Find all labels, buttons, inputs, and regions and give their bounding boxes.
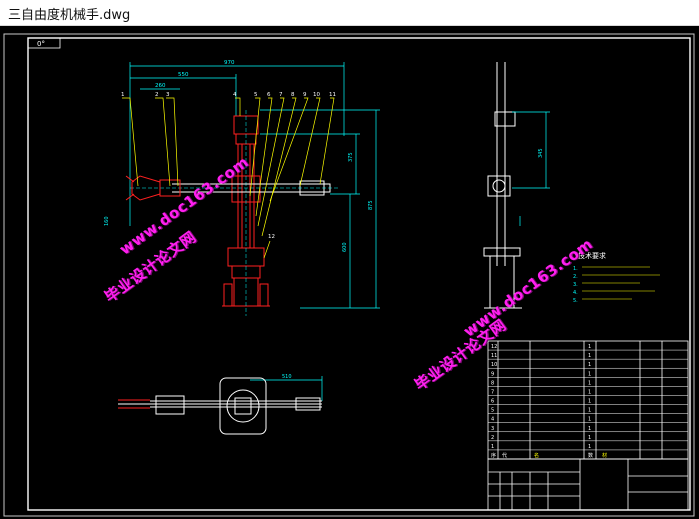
balloon-11: 11: [329, 92, 336, 98]
dim-345: 345: [538, 148, 544, 158]
bom-row-no: 5: [491, 408, 494, 414]
balloon-7: 7: [279, 92, 283, 98]
window-title: 三自由度机械手.dwg: [8, 8, 131, 23]
bom-row-qty: 1: [588, 371, 591, 377]
bom-row-qty: 1: [588, 362, 591, 368]
dim-160: 160: [104, 216, 110, 226]
front-view: 970 550 260 375 875 600 160: [104, 60, 380, 316]
bom-header-name: 名: [534, 452, 539, 459]
dim-550: 550: [178, 72, 189, 78]
bom-row-qty: 1: [588, 380, 591, 386]
tech-note-5: 5.: [573, 298, 578, 304]
drawing-viewport[interactable]: 0° 970 550 260: [0, 26, 699, 519]
bom-header-qty: 数: [588, 452, 593, 459]
bom-header-no: 序: [491, 452, 496, 459]
bom-row-no: 1: [491, 444, 494, 450]
bom-row-qty: 1: [588, 444, 591, 450]
bom-row-qty: 1: [588, 417, 591, 423]
bom-row-qty: 1: [588, 408, 591, 414]
bom-row-qty: 1: [588, 344, 591, 350]
tech-title: 技术要求: [578, 251, 606, 260]
dim-600: 600: [342, 242, 348, 252]
title-block: [487, 458, 689, 511]
balloon-1: 1: [121, 92, 125, 98]
inner-frame: [27, 37, 691, 511]
bom-row-no: 7: [491, 389, 494, 395]
balloon-4: 4: [233, 92, 237, 98]
tech-note-2: 2.: [573, 274, 578, 280]
bom-row-qty: 1: [588, 435, 591, 441]
dim-875: 875: [368, 200, 374, 210]
bom-row-no: 6: [491, 399, 494, 405]
balloon-10: 10: [313, 92, 320, 98]
tech-note-1: 1.: [573, 266, 578, 272]
balloon-8: 8: [291, 92, 295, 98]
balloon-12: 12: [268, 234, 275, 240]
bom-row-qty: 1: [588, 426, 591, 432]
balloon-2: 2: [155, 92, 159, 98]
tech-note-4: 4.: [573, 290, 578, 296]
bom-row-no: 4: [491, 417, 494, 423]
side-view: 345: [483, 62, 550, 309]
top-view: 510: [118, 374, 323, 435]
bom-row-no: 8: [491, 380, 494, 386]
bom-row-qty: 1: [588, 353, 591, 359]
cad-drawing: 0° 970 550 260: [3, 33, 695, 517]
bom-row-qty: 1: [588, 389, 591, 395]
dim-510: 510: [282, 374, 292, 380]
top-tag: 0°: [37, 40, 45, 48]
bom-header-code: 代: [502, 452, 507, 459]
top-tag-box: [27, 37, 61, 49]
bom-header-mat: 材: [602, 452, 607, 459]
bom-row-no: 3: [491, 426, 494, 432]
bom-row-no: 10: [491, 362, 497, 368]
tech-note-3: 3.: [573, 282, 578, 288]
bom-row-no: 9: [491, 371, 494, 377]
outer-border: [3, 33, 695, 517]
balloon-3: 3: [166, 92, 170, 98]
dim-970: 970: [224, 60, 235, 66]
bom-row-no: 12: [491, 344, 497, 350]
bom-table: [487, 340, 689, 460]
dim-260: 260: [155, 83, 166, 89]
tech-requirements: 技术要求 1. 2. 3. 4. 5.: [573, 251, 660, 304]
balloon-5: 5: [254, 92, 258, 98]
bom-row-lines: [488, 349, 688, 460]
bom-row-qty: 1: [588, 399, 591, 405]
balloon-9: 9: [303, 92, 307, 98]
bom-row-no: 2: [491, 435, 494, 441]
balloon-6: 6: [267, 92, 271, 98]
bom-row-no: 11: [491, 353, 497, 359]
window-titlebar: 三自由度机械手.dwg: [0, 0, 699, 26]
dim-375: 375: [348, 152, 354, 162]
